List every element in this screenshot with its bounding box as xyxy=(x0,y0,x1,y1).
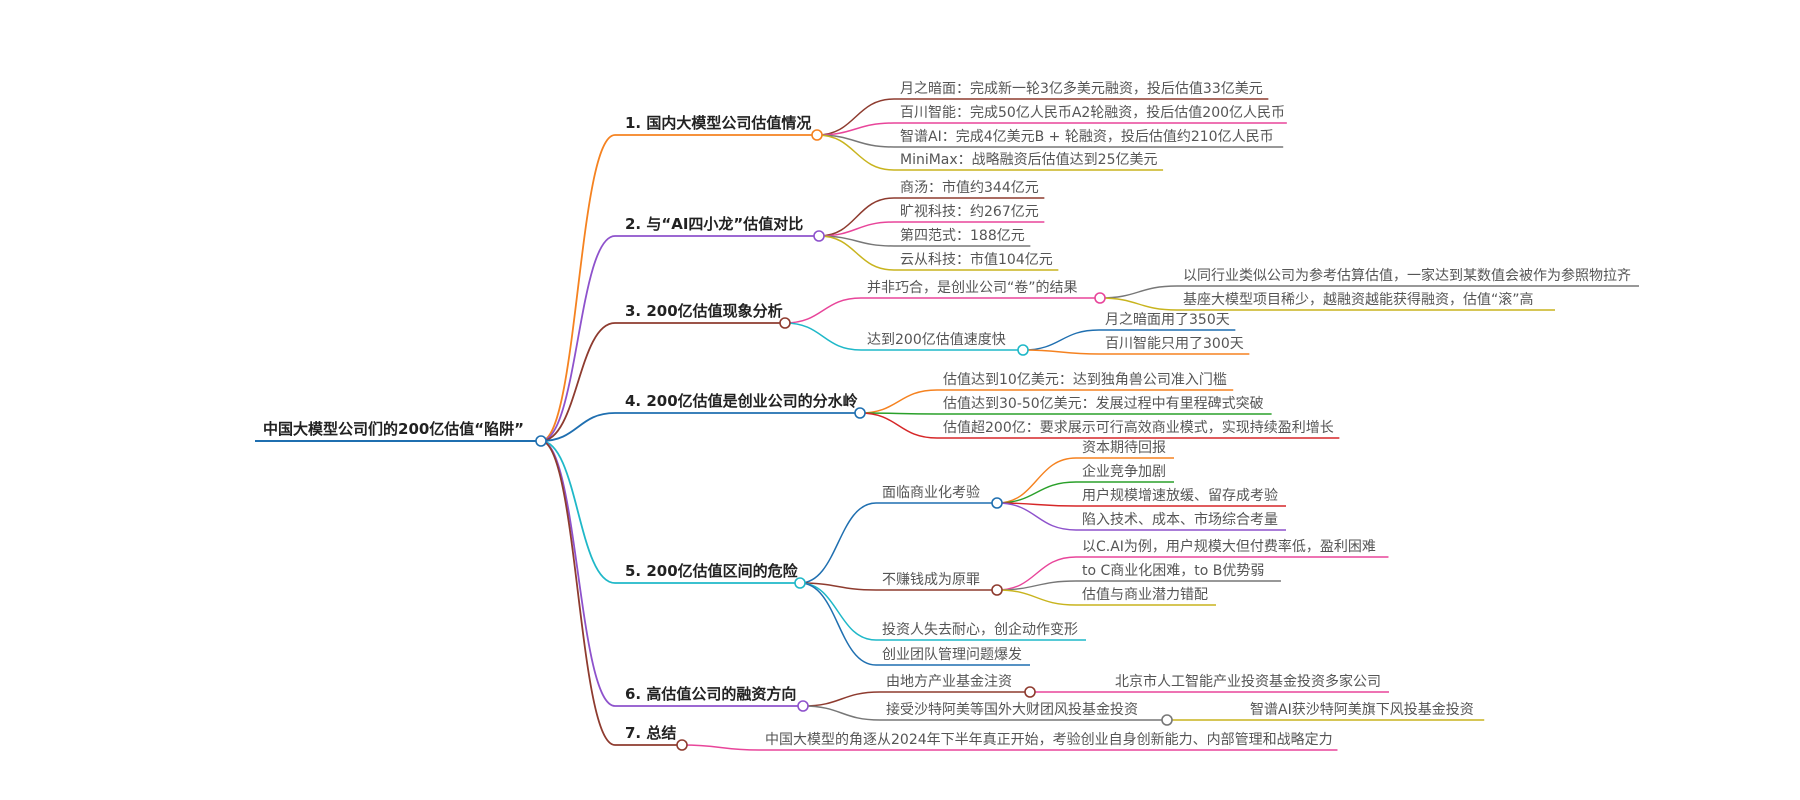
subtopic-connector xyxy=(784,297,862,324)
detail-connector xyxy=(1099,285,1178,299)
branch-connector xyxy=(540,412,616,442)
branch-connector xyxy=(540,134,616,442)
branch-connector xyxy=(540,440,616,584)
subtopic-node[interactable]: 不赚钱成为原罪 xyxy=(882,572,980,588)
collapse-toggle-icon[interactable] xyxy=(1094,292,1106,304)
collapse-toggle-icon[interactable] xyxy=(813,230,825,242)
subtopic-connector xyxy=(816,134,895,171)
detail-connector xyxy=(996,589,1077,606)
detail-node[interactable]: to C商业化困难，to B优势弱 xyxy=(1082,563,1264,579)
detail-connector xyxy=(996,502,1077,531)
subtopic-node[interactable]: 并非巧合，是创业公司“卷”的结果 xyxy=(867,280,1078,296)
branch-topic-7[interactable]: 7. 总结 xyxy=(625,724,676,742)
subtopic-connector xyxy=(859,389,938,414)
subtopic-connector xyxy=(799,502,877,584)
detail-node[interactable]: 北京市人工智能产业投资基金投资多家公司 xyxy=(1115,673,1381,690)
subtopic-connector xyxy=(818,197,895,237)
root-topic[interactable]: 中国大模型公司们的200亿估值“陷阱” xyxy=(263,420,524,438)
subtopic-node[interactable]: 创业团队管理问题爆发 xyxy=(882,647,1022,663)
collapse-toggle-icon[interactable] xyxy=(991,497,1003,509)
subtopic-node[interactable]: 估值超200亿：要求展示可行高效商业模式，实现持续盈利增长 xyxy=(943,419,1334,436)
collapse-toggle-icon[interactable] xyxy=(1024,686,1036,698)
branch-topic-3[interactable]: 3. 200亿估值现象分析 xyxy=(625,302,783,320)
subtopic-node[interactable]: 商汤：市值约344亿元 xyxy=(900,179,1039,196)
collapse-toggle-icon[interactable] xyxy=(811,129,823,141)
detail-node[interactable]: 基座大模型项目稀少，越融资越能获得融资，估值“滚”高 xyxy=(1183,291,1534,308)
subtopic-node[interactable]: 百川智能：完成50亿人民币A2轮融资，投后估值200亿人民币 xyxy=(900,105,1285,121)
collapse-toggle-icon[interactable] xyxy=(991,584,1003,596)
branch-connector xyxy=(540,440,616,746)
subtopic-connector xyxy=(799,582,877,641)
subtopic-connector xyxy=(816,98,895,136)
detail-node[interactable]: 百川智能只用了300天 xyxy=(1105,336,1244,352)
subtopic-node[interactable]: 估值达到30-50亿美元：发展过程中有里程碑式突破 xyxy=(943,396,1264,412)
detail-node[interactable]: 以同行业类似公司为参考估算估值，一家达到某数值会被作为参照物拉齐 xyxy=(1183,267,1631,284)
subtopic-node[interactable]: 云从科技：市值104亿元 xyxy=(900,251,1053,268)
subtopic-node[interactable]: 第四范式：188亿元 xyxy=(900,227,1025,244)
subtopic-node[interactable]: MiniMax：战略融资后估值达到25亿美元 xyxy=(900,152,1158,168)
subtopic-node[interactable]: 中国大模型的角逐从2024年下半年真正开始，考验创业自身创新能力、内部管理和战略… xyxy=(765,732,1333,748)
collapse-toggle-icon[interactable] xyxy=(1017,344,1029,356)
detail-connector xyxy=(1022,349,1100,355)
collapse-toggle-icon[interactable] xyxy=(797,700,809,712)
subtopic-connector xyxy=(802,691,881,707)
subtopic-connector xyxy=(818,221,895,237)
subtopic-node[interactable]: 面临商业化考验 xyxy=(882,485,980,501)
collapse-toggle-icon[interactable] xyxy=(535,435,547,447)
detail-node[interactable]: 陷入技术、成本、市场综合考量 xyxy=(1082,511,1278,528)
subtopic-node[interactable]: 旷视科技：约267亿元 xyxy=(900,204,1039,220)
branch-topic-1[interactable]: 1. 国内大模型公司估值情况 xyxy=(625,114,811,132)
detail-connector xyxy=(1099,297,1178,311)
collapse-toggle-icon[interactable] xyxy=(676,739,688,751)
detail-node[interactable]: 资本期待回报 xyxy=(1082,440,1166,456)
subtopic-connector xyxy=(802,705,881,721)
subtopic-connector xyxy=(784,322,862,351)
collapse-toggle-icon[interactable] xyxy=(1161,714,1173,726)
branch-topic-2[interactable]: 2. 与“AI四小龙”估值对比 xyxy=(625,215,803,233)
collapse-toggle-icon[interactable] xyxy=(779,317,791,329)
subtopic-node[interactable]: 智谱AI：完成4亿美元B + 轮融资，投后估值约210亿人民币 xyxy=(900,129,1274,145)
subtopic-node[interactable]: 由地方产业基金注资 xyxy=(886,673,1012,690)
detail-connector xyxy=(996,457,1077,504)
subtopic-node[interactable]: 投资人失去耐心，创企动作变形 xyxy=(882,621,1078,638)
detail-node[interactable]: 估值与商业潜力错配 xyxy=(1082,587,1208,603)
collapse-toggle-icon[interactable] xyxy=(854,407,866,419)
collapse-toggle-icon[interactable] xyxy=(794,577,806,589)
branch-topic-4[interactable]: 4. 200亿估值是创业公司的分水岭 xyxy=(625,392,858,410)
subtopic-connector xyxy=(681,744,760,751)
branch-connector xyxy=(540,235,616,442)
subtopic-connector xyxy=(859,412,938,439)
detail-node[interactable]: 智谱AI获沙特阿美旗下风投基金投资 xyxy=(1250,701,1474,718)
branch-topic-6[interactable]: 6. 高估值公司的融资方向 xyxy=(625,685,796,703)
subtopic-node[interactable]: 接受沙特阿美等国外大财团风投基金投资 xyxy=(886,701,1138,718)
detail-connector xyxy=(996,556,1077,591)
detail-node[interactable]: 企业竞争加剧 xyxy=(1082,463,1166,480)
subtopic-node[interactable]: 达到200亿估值速度快 xyxy=(867,332,1006,348)
detail-connector xyxy=(996,481,1077,504)
detail-node[interactable]: 用户规模增速放缓、留存成考验 xyxy=(1082,487,1278,504)
detail-node[interactable]: 月之暗面用了350天 xyxy=(1105,312,1230,328)
subtopic-connector xyxy=(799,582,877,591)
subtopic-connector xyxy=(818,235,895,271)
detail-connector xyxy=(1022,329,1100,351)
branch-topic-5[interactable]: 5. 200亿估值区间的危险 xyxy=(625,562,799,580)
branch-connector xyxy=(540,440,616,707)
subtopic-connector xyxy=(799,582,877,666)
mind-map-nodes: 中国大模型公司们的200亿估值“陷阱” 1. 国内大模型公司估值情况 月之暗面：完成… xyxy=(263,80,1631,751)
subtopic-node[interactable]: 估值达到10亿美元：达到独角兽公司准入门槛 xyxy=(943,372,1227,388)
connector-lines xyxy=(255,98,1639,751)
branch-connector xyxy=(540,322,616,442)
detail-node[interactable]: 以C.AI为例，用户规模大但付费率低，盈利困难 xyxy=(1082,538,1376,555)
subtopic-node[interactable]: 月之暗面：完成新一轮3亿多美元融资，投后估值33亿美元 xyxy=(900,80,1263,97)
